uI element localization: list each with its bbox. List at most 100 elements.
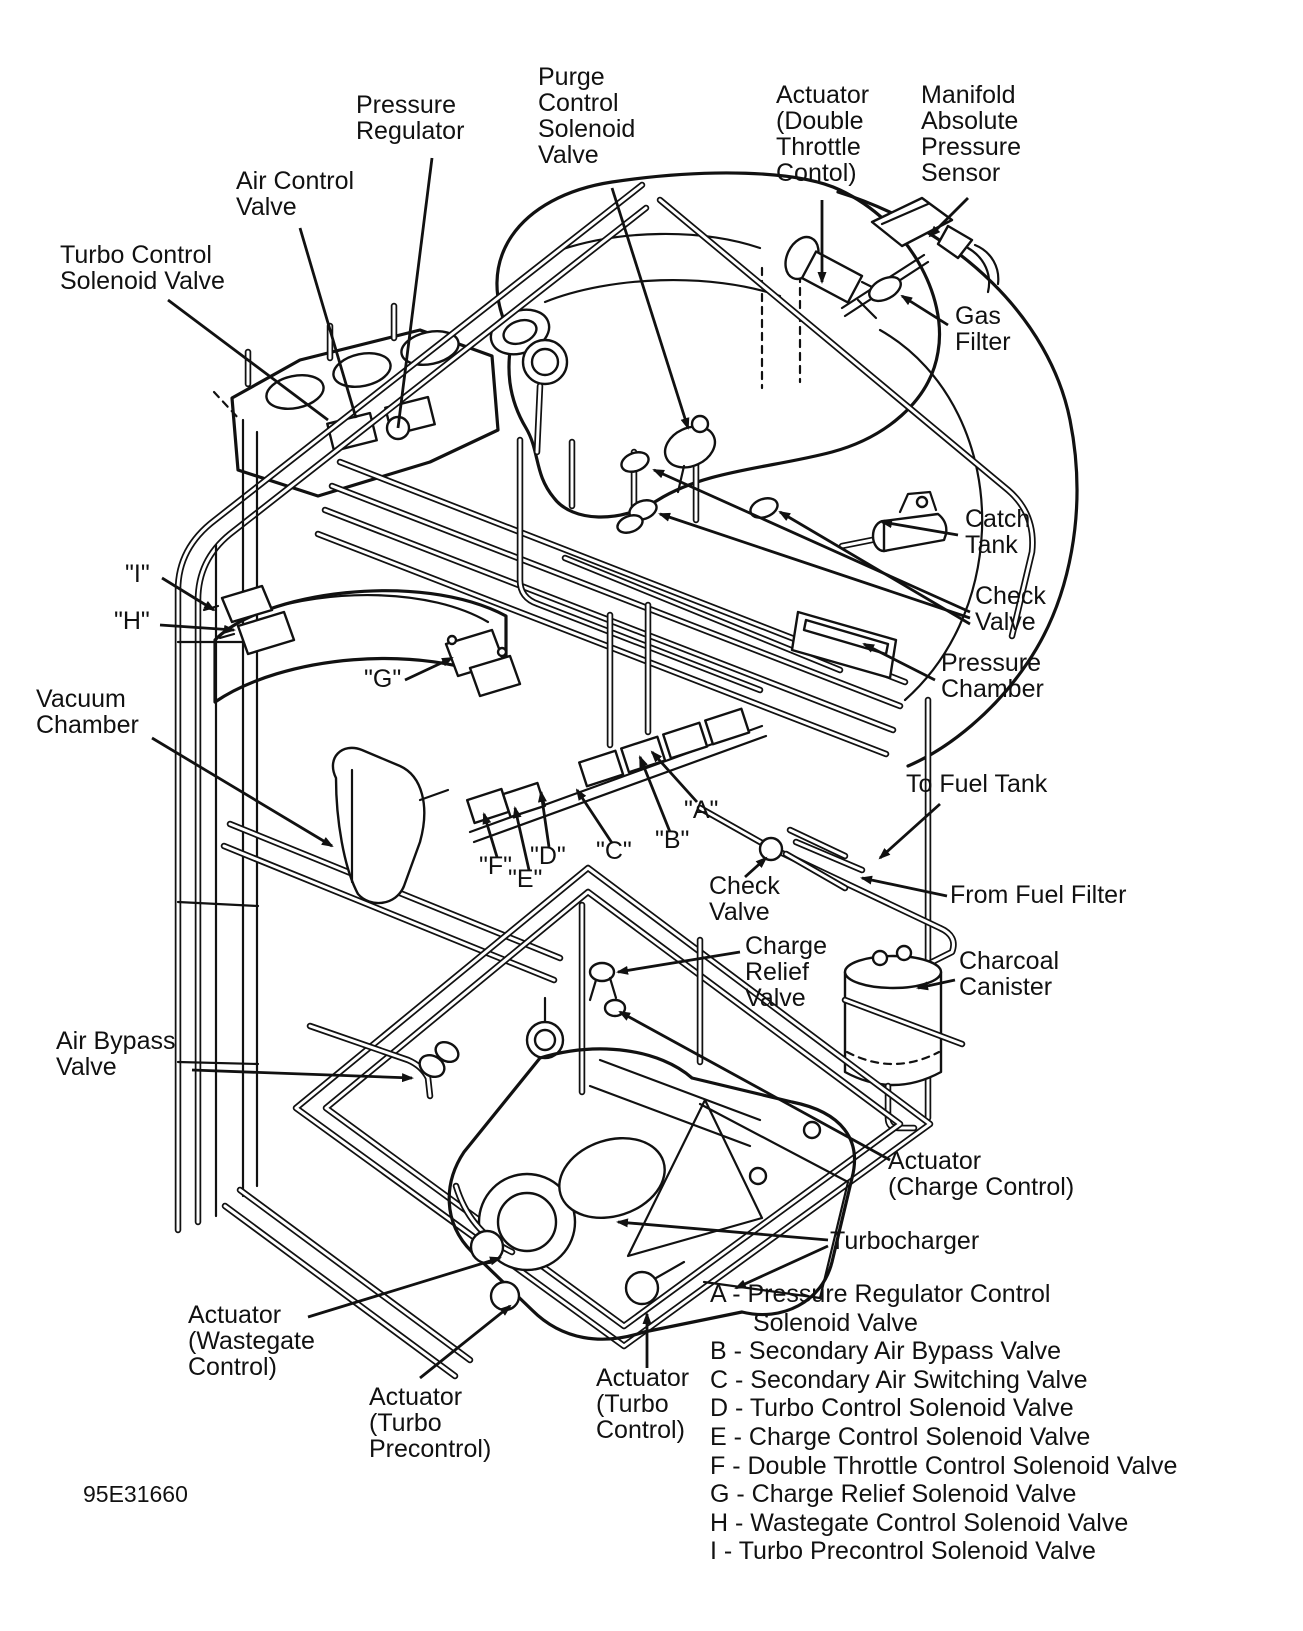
label-line: Filter — [955, 328, 1011, 356]
charcoal-canister-drawing — [841, 944, 966, 1132]
lower-hose-loop — [221, 864, 934, 1380]
legend-item-a-cont: Solenoid Valve — [753, 1308, 918, 1337]
legend-item-i: I - Turbo Precontrol Solenoid Valve — [710, 1537, 1096, 1566]
label-mark-a: "A" — [684, 797, 718, 823]
label-mark-d: "D" — [530, 843, 566, 869]
label-line: Valve — [56, 1053, 117, 1081]
hose-rack-frame — [174, 181, 1036, 1234]
label-line: Catch — [965, 505, 1031, 533]
label-to-fuel-tank: To Fuel Tank — [906, 771, 1047, 797]
fuel-lines — [696, 804, 957, 978]
label-line: Check — [975, 582, 1046, 610]
label-line: Valve — [709, 898, 770, 926]
label-line: From Fuel Filter — [950, 881, 1127, 909]
label-line: Actuator — [776, 81, 870, 109]
label-line: Pressure — [921, 133, 1022, 161]
label-line: "G" — [364, 665, 402, 693]
legend-item-d: D - Turbo Control Solenoid Valve — [710, 1394, 1074, 1423]
label-line: Chamber — [941, 675, 1044, 703]
legend-item-a: A - Pressure Regulator Control — [710, 1280, 1051, 1308]
label-line: Sensor — [921, 159, 1001, 187]
label-line: (Turbo — [596, 1390, 669, 1418]
label-line: Valve — [745, 984, 806, 1012]
label-line: Purge — [538, 63, 605, 91]
label-line: Control — [538, 89, 619, 117]
label-line: "D" — [530, 842, 566, 870]
label-line: Contol) — [776, 159, 857, 187]
leader-lines — [151, 157, 971, 1380]
legend-item-e: E - Charge Control Solenoid Valve — [710, 1422, 1091, 1451]
label-line: Actuator — [888, 1147, 982, 1175]
label-line: Solenoid Valve — [60, 267, 225, 295]
label-line: Solenoid — [538, 115, 636, 143]
label-line: Actuator — [188, 1301, 282, 1329]
label-line: Check — [709, 872, 780, 900]
label-line: Manifold — [921, 81, 1016, 109]
label-line: "A" — [684, 796, 719, 824]
figure-code: 95E31660 — [83, 1481, 188, 1507]
label-line: Precontrol) — [369, 1435, 492, 1463]
label-line: Pressure — [941, 649, 1042, 677]
label-line: Canister — [959, 973, 1053, 1001]
label-line: Turbo Control — [60, 241, 212, 269]
label-line: Vacuum — [36, 685, 126, 713]
air-bypass-valve-drawing — [306, 1022, 460, 1100]
label-mark-h: "H" — [114, 608, 150, 634]
label-line: Pressure — [356, 91, 457, 119]
plenum-and-solenoids — [202, 584, 522, 704]
upper-right-components — [663, 196, 1000, 494]
engine-intake-manifold-drawing — [489, 171, 941, 524]
label-mark-g: "G" — [364, 666, 401, 692]
label-line: Relief — [745, 958, 809, 986]
legend-item-h: H - Wastegate Control Solenoid Valve — [710, 1508, 1129, 1537]
label-actuator-charge-control: Actuator(Charge Control) — [888, 1148, 1074, 1200]
label-line: Valve — [538, 141, 599, 169]
label-mark-c: "C" — [596, 838, 632, 864]
label-line: Chamber — [36, 711, 139, 739]
label-line: Charcoal — [959, 947, 1060, 975]
label-line: Actuator — [369, 1383, 463, 1411]
label-line: Throttle — [776, 133, 861, 161]
label-line: (Wastegate — [188, 1327, 315, 1355]
label-line: Tank — [965, 531, 1018, 559]
label-from-fuel-filter: From Fuel Filter — [950, 882, 1126, 908]
label-mark-e: "E" — [508, 866, 542, 892]
legend-item-f: F - Double Throttle Control Solenoid Val… — [710, 1451, 1178, 1480]
legend-item-b: B - Secondary Air Bypass Valve — [710, 1337, 1062, 1366]
label-line: "F" — [479, 852, 513, 880]
label-line: Absolute — [921, 107, 1019, 135]
label-line: (Turbo — [369, 1409, 442, 1437]
label-line: To Fuel Tank — [906, 770, 1048, 798]
label-line: "C" — [596, 837, 632, 865]
label-line: Gas — [955, 302, 1001, 330]
legend-item-c: C - Secondary Air Switching Valve — [710, 1365, 1088, 1394]
label-line: Valve — [975, 608, 1036, 636]
label-line: "I" — [125, 560, 150, 588]
label-line: (Double — [776, 107, 864, 135]
label-line: "B" — [655, 826, 690, 854]
label-line: Control) — [596, 1416, 685, 1444]
label-line: Actuator — [596, 1364, 690, 1392]
label-mark-b: "B" — [655, 827, 689, 853]
label-line: Turbocharger — [830, 1227, 980, 1255]
label-line: Air Bypass — [56, 1027, 176, 1055]
